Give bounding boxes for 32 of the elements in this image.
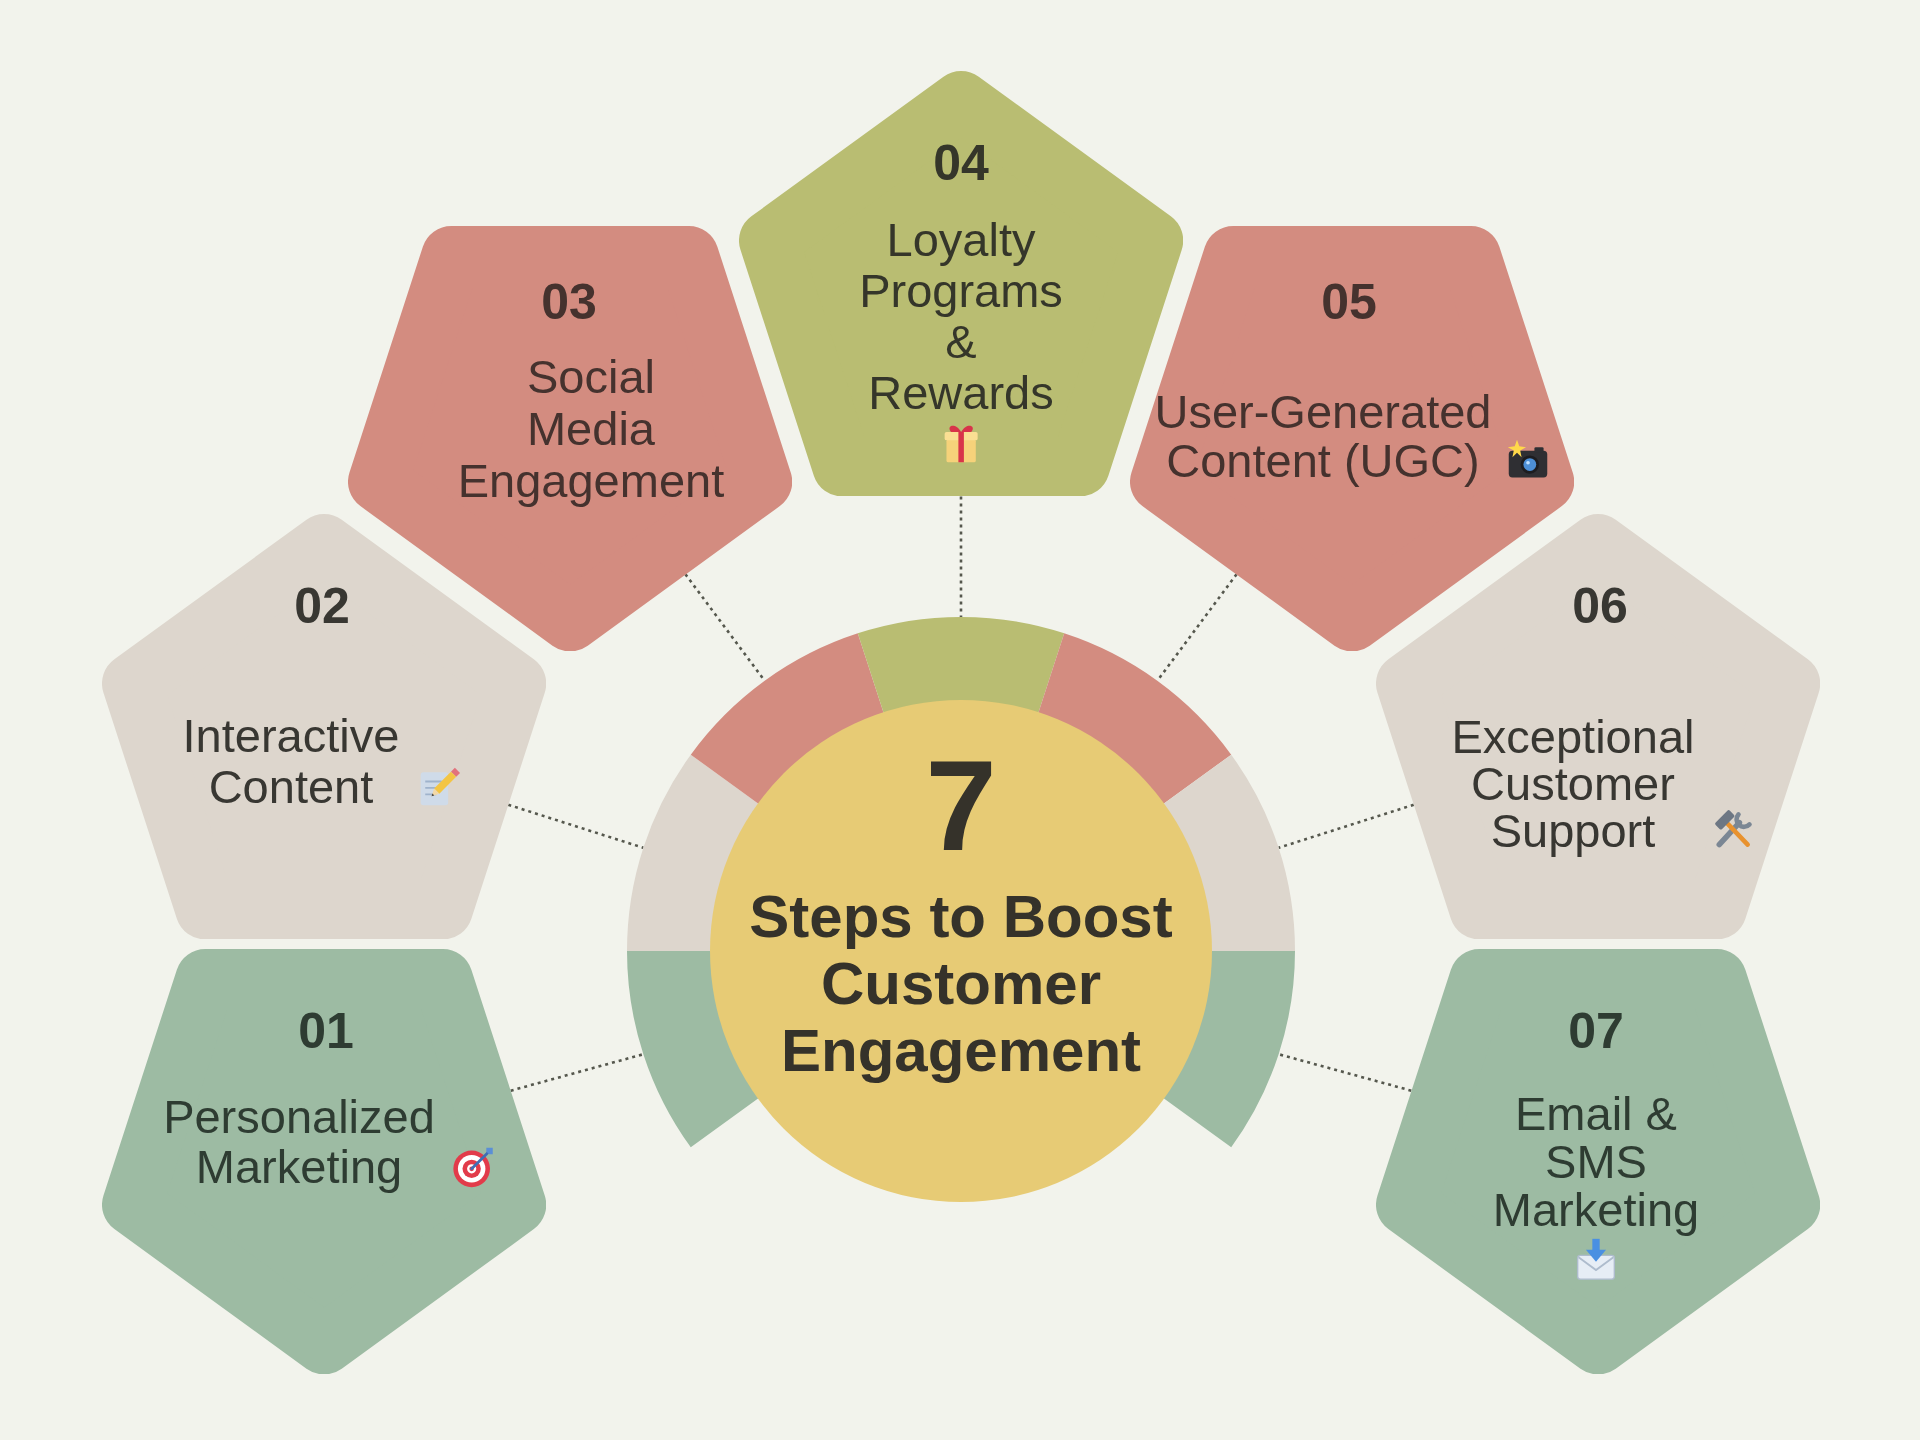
pentagon-shape <box>101 514 547 940</box>
pentagon-shape <box>1375 514 1821 940</box>
ring-segment <box>690 633 884 805</box>
ring-segment <box>1163 951 1295 1148</box>
ring-segment <box>627 951 759 1148</box>
dotted-connector <box>1278 1052 1412 1092</box>
ring-segment <box>857 617 1065 714</box>
step-number: 05 <box>1321 277 1377 327</box>
step-title: Loyalty Programs & Rewards <box>859 213 1063 419</box>
dotted-connector <box>510 1052 644 1092</box>
count-number: 7 <box>925 742 997 870</box>
step-title: Social Media Engagement <box>457 350 725 507</box>
step-title: Personalized Marketing <box>163 1090 435 1193</box>
step-number: 01 <box>298 1006 354 1056</box>
pentagon-shape <box>101 948 547 1374</box>
step-number: 02 <box>294 581 350 631</box>
dotted-connector <box>507 803 644 850</box>
step-number: 06 <box>1572 581 1628 631</box>
step-title: Interactive Content <box>182 709 400 813</box>
step-title: User-Generated Content (UGC) <box>1154 385 1492 487</box>
pentagon-shape <box>1129 225 1575 651</box>
step-number: 03 <box>541 277 597 327</box>
step-number: 04 <box>933 138 989 188</box>
dotted-connector <box>1278 803 1415 850</box>
step-number: 07 <box>1568 1006 1624 1056</box>
pentagon-shape <box>347 225 793 651</box>
ring-segment <box>1038 633 1232 805</box>
dotted-connector <box>959 496 963 617</box>
step-title: Exceptional Customer Support <box>1451 710 1695 857</box>
pentagon-shape <box>1375 948 1821 1374</box>
step-title: Email & SMS Marketing <box>1492 1087 1700 1236</box>
center-title: Steps to Boost Customer Engagement <box>749 882 1173 1084</box>
